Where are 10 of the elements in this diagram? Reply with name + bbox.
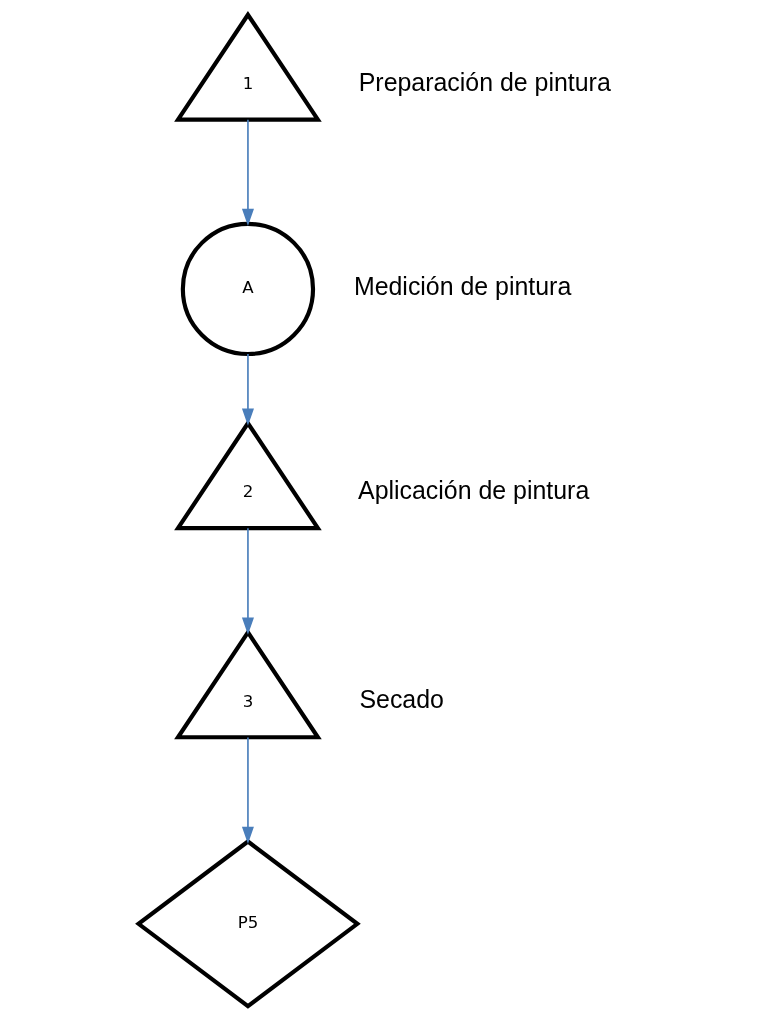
node-diamond: P5 (134, 838, 361, 1009)
arrow (241, 736, 254, 844)
arrow (241, 526, 254, 635)
arrow (241, 352, 254, 426)
node-label: Preparación de pintura (358, 67, 611, 96)
node-label: Secado (358, 684, 444, 713)
node-circle: A (180, 221, 315, 356)
node-label: Medición de pintura (353, 271, 571, 300)
arrow (241, 118, 254, 226)
node-label: Aplicación de pintura (357, 475, 589, 504)
